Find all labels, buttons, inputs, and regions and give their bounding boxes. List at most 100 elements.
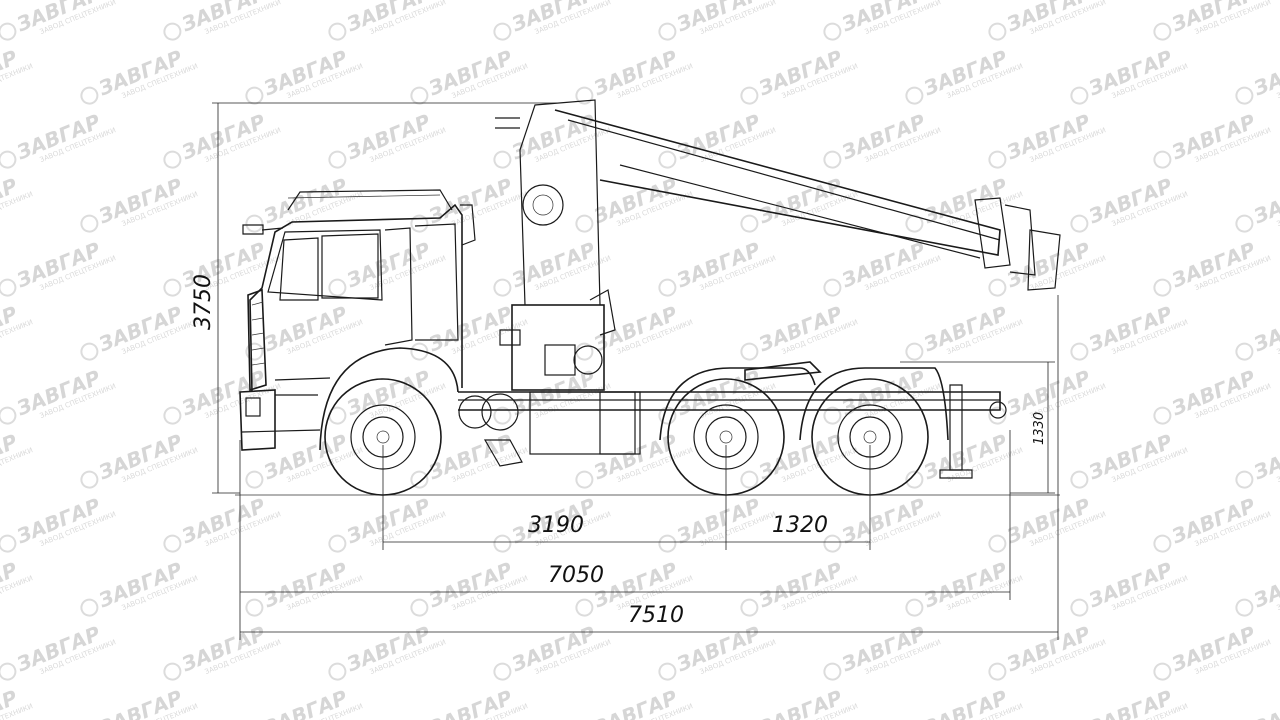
watermark-emblem [0,22,17,41]
watermark-brand: ЗАВГАР [507,0,599,37]
watermark-brand: ЗАВГАР [672,0,764,37]
dim-frame-length: 7050 [548,563,604,588]
crane-boom [554,109,1061,291]
watermark-emblem [0,278,17,297]
watermark-emblem [0,534,17,553]
dim-overall-length: 7510 [628,603,684,628]
watermark-emblem [988,534,1007,553]
dim-height-overall: 3750 [191,274,216,330]
watermark-emblem [575,86,594,105]
watermark-emblem [163,534,182,553]
watermark-emblem [1235,214,1254,233]
watermark-emblem [0,150,17,169]
watermark-emblem [328,662,347,681]
watermark-emblem [1235,86,1254,105]
watermark-emblem [245,214,264,233]
watermark-emblem [410,598,429,617]
watermark-emblem [575,342,594,361]
watermark-emblem [905,86,924,105]
watermark-emblem [823,22,842,41]
watermark-emblem [1235,342,1254,361]
watermark-emblem [328,22,347,41]
watermark-emblem [1153,22,1172,41]
watermark-emblem [1153,150,1172,169]
watermark-emblem [245,342,264,361]
watermark-emblem [988,22,1007,41]
watermark-emblem [328,150,347,169]
watermark-emblem [1070,342,1089,361]
dim-bogie-spacing: 1320 [772,513,828,538]
watermark-emblem [1070,86,1089,105]
crane-column [495,99,616,391]
watermark-emblem [163,22,182,41]
watermark-emblem [575,214,594,233]
watermark-emblem [80,86,99,105]
watermark-emblem [658,534,677,553]
watermark-brand: ЗАВГАР [177,0,269,37]
watermark-emblem [80,342,99,361]
watermark-brand: ЗАВГАР [1249,685,1280,720]
watermark-emblem [1070,598,1089,617]
watermark-emblem [410,470,429,489]
watermark-emblem [80,470,99,489]
watermark-emblem [988,662,1007,681]
watermark-emblem [80,598,99,617]
watermark-emblem [823,150,842,169]
watermark-emblem [163,662,182,681]
watermark-emblem [1235,598,1254,617]
watermark-emblem [905,342,924,361]
watermark-brand: ЗАВГАР [1167,0,1259,37]
watermark-emblem [80,214,99,233]
watermark-emblem [1235,470,1254,489]
watermark-emblem [740,342,759,361]
watermark-emblem [1153,278,1172,297]
watermark-emblem [575,470,594,489]
watermark-emblem [823,662,842,681]
watermark-emblem [163,150,182,169]
watermark-emblem [410,214,429,233]
